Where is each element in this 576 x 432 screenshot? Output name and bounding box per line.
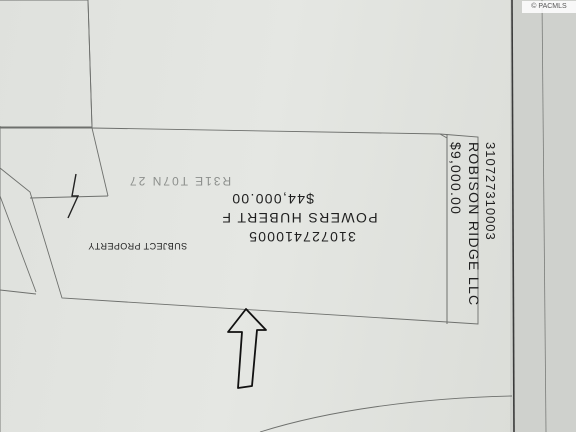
map-margin xyxy=(510,0,576,432)
watermark-text: PACMLS xyxy=(538,3,567,10)
subject-parcel-value: $44,000.00 xyxy=(231,191,315,207)
parcel-line-west xyxy=(0,195,37,293)
adjacent-parcel-apn: 310727310003 xyxy=(483,142,498,241)
parcel-line-west-2 xyxy=(0,289,37,295)
adjacent-parcel-owner: ROBISON RIDGE LLC xyxy=(466,142,482,307)
map-frame-line xyxy=(541,0,547,432)
parcel-line-vertical-top xyxy=(87,0,93,129)
parcel-line-interior xyxy=(91,127,109,197)
adjacent-parcel-boundary xyxy=(439,133,479,325)
map-border-line xyxy=(511,0,515,432)
watermark: © PACMLS xyxy=(522,1,576,13)
subject-parcel-owner: POWERS HUBERT F xyxy=(221,210,378,226)
parcel-boundary-upper xyxy=(0,0,93,128)
north-arrow-mark xyxy=(67,173,80,219)
subject-parcel-apn: 310727410005 xyxy=(248,229,356,245)
subject-property-label: SUBJECT PROPERTY xyxy=(88,241,188,251)
grid-reference-label: R31E T07N 27 xyxy=(128,174,232,188)
adjacent-parcel-value: $9,000.00 xyxy=(448,142,464,216)
parcel-line-interior-2 xyxy=(29,195,109,199)
road-curve xyxy=(259,395,513,432)
subject-arrow-icon xyxy=(227,308,267,389)
copyright-symbol: © xyxy=(531,3,537,10)
